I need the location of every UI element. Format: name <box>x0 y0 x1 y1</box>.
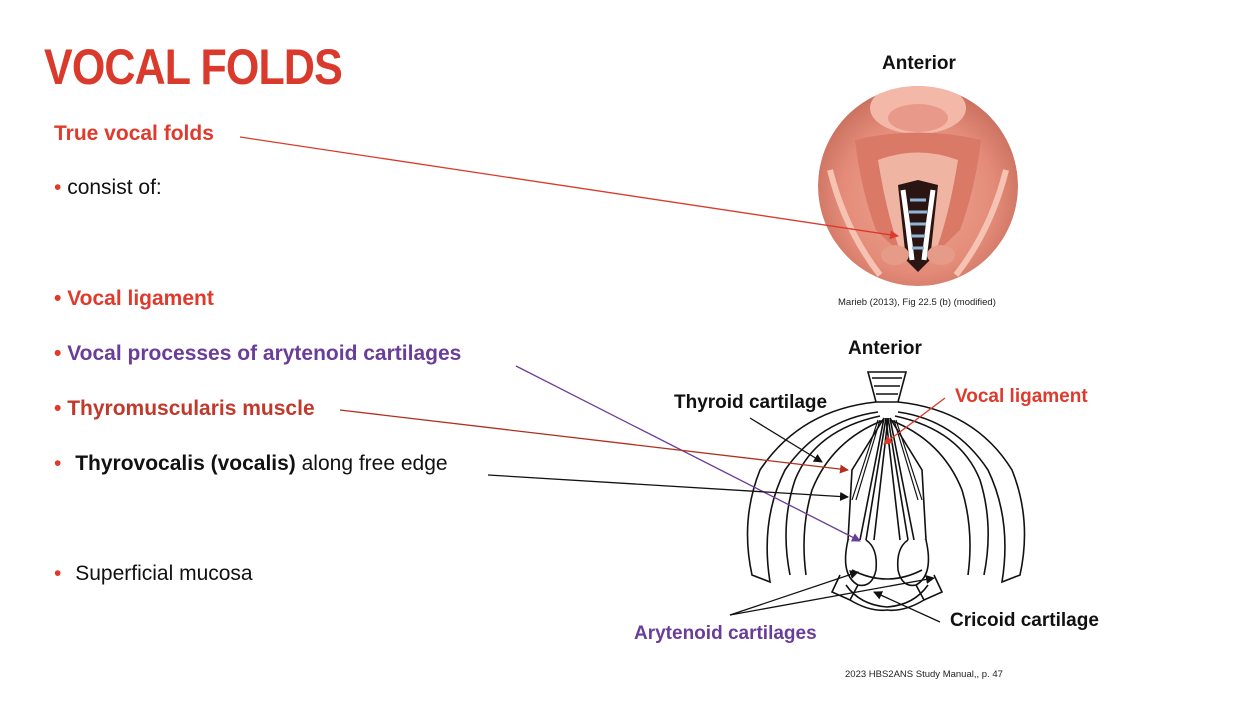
citation-top: Marieb (2013), Fig 22.5 (b) (modified) <box>838 297 996 308</box>
bullet-dot: • <box>54 562 62 585</box>
bullet-dot: • <box>54 397 62 420</box>
label-anterior-top: Anterior <box>882 53 956 74</box>
slide-title: VOCAL FOLDS <box>44 39 343 95</box>
leader-arytenoid-right <box>729 574 935 616</box>
bullet-vocal-ligament-text: Vocal ligament <box>67 287 214 310</box>
bullet-dot: • <box>54 287 62 310</box>
bullet-consist: • consist of: <box>54 176 162 200</box>
bullet-thyromuscularis: • Thyromuscularis muscle <box>54 397 315 421</box>
bullet-thyrovocalis: • Thyrovocalis (vocalis) along free edge <box>54 452 448 476</box>
bullet-thyrovocalis-bold: Thyrovocalis (vocalis) <box>75 452 296 475</box>
bullet-vocal-processes-text: Vocal processes of arytenoid cartilages <box>67 342 462 365</box>
leader-vocal-processes <box>515 365 861 542</box>
bullet-dot: • <box>54 176 62 199</box>
label-thyroid-cartilage: Thyroid cartilage <box>674 392 828 413</box>
bullet-thyromuscularis-text: Thyromuscularis muscle <box>67 397 315 420</box>
label-vocal-ligament: Vocal ligament <box>955 386 1088 407</box>
leader-thyroid-cartilage <box>749 417 823 463</box>
leader-arytenoid-left <box>729 570 859 616</box>
heading-true-vocal-folds: True vocal folds <box>54 122 214 145</box>
leader-true-vocal-folds <box>239 136 899 240</box>
bullet-dot: • <box>54 452 62 475</box>
leader-cricoid-cartilage <box>873 591 941 623</box>
bullet-thyrovocalis-rest: along free edge <box>295 452 448 475</box>
leader-vocal-ligament <box>883 397 946 445</box>
larynx-photo <box>818 86 1018 286</box>
bullet-consist-text: consist of: <box>67 176 162 199</box>
leader-thyromuscularis <box>339 409 849 474</box>
label-arytenoid-cartilages: Arytenoid cartilages <box>634 623 817 644</box>
label-anterior-bottom: Anterior <box>848 338 922 359</box>
bullet-vocal-ligament: • Vocal ligament <box>54 287 214 311</box>
label-cricoid-cartilage: Cricoid cartilage <box>950 610 1099 631</box>
citation-bottom: 2023 HBS2ANS Study Manual,, p. 47 <box>845 669 1003 680</box>
bullet-vocal-processes: • Vocal processes of arytenoid cartilage… <box>54 342 461 366</box>
leader-thyrovocalis <box>487 474 849 502</box>
bullet-dot: • <box>54 342 62 365</box>
bullet-superficial-mucosa: • Superficial mucosa <box>54 562 253 586</box>
bullet-superficial-mucosa-text: Superficial mucosa <box>75 562 253 585</box>
